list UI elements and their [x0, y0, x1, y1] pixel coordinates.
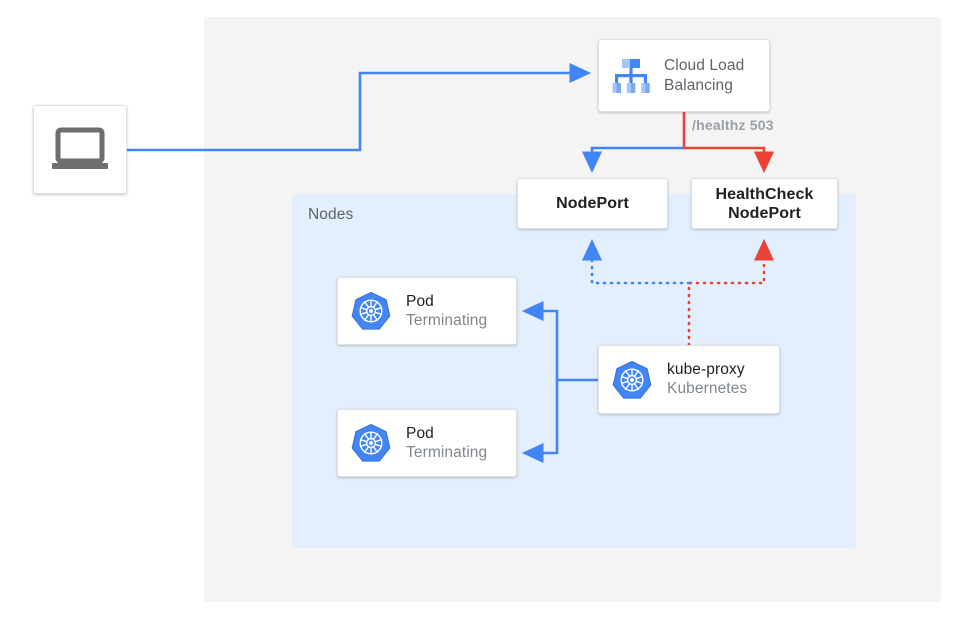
- kube-proxy-subtitle: Kubernetes: [667, 380, 748, 397]
- kubernetes-icon: [351, 423, 391, 462]
- nodes-panel-label: Nodes: [308, 206, 354, 223]
- pod-text-1: Pod Terminating: [406, 292, 487, 331]
- pod-text-2: Pod Terminating: [406, 424, 487, 463]
- cloud-load-balancing-icon: [612, 58, 650, 93]
- pod-title-1: Pod: [406, 292, 434, 310]
- pod-status-1: Terminating: [406, 311, 488, 329]
- kube-proxy-text: kube-proxy Kubernetes: [667, 360, 747, 399]
- kube-proxy-card: kube-proxy Kubernetes: [598, 345, 780, 414]
- kubernetes-icon: [351, 291, 391, 330]
- healthz-status-label: /healthz 503: [692, 117, 774, 133]
- pod-status-2: Terminating: [406, 443, 488, 461]
- healthcheck-nodeport-card: HealthCheck NodePort: [691, 178, 838, 229]
- cloud-load-balancing-card: Cloud Load Balancing: [598, 39, 770, 112]
- nodeport-label: NodePort: [556, 195, 629, 212]
- cloud-load-balancing-label-line1: Cloud Load: [664, 56, 745, 74]
- cloud-load-balancing-label-line2: Balancing: [664, 76, 733, 94]
- kube-proxy-title: kube-proxy: [667, 361, 745, 378]
- kubernetes-icon: [612, 360, 652, 399]
- pod-title-2: Pod: [406, 424, 434, 442]
- nodeport-card: NodePort: [517, 178, 668, 229]
- healthcheck-nodeport-label: HealthCheck NodePort: [715, 185, 813, 223]
- laptop-icon: [52, 127, 108, 169]
- healthcheck-nodeport-label-line1: HealthCheck: [715, 185, 814, 203]
- healthcheck-nodeport-label-line2: NodePort: [728, 204, 801, 222]
- pod-card-1: Pod Terminating: [337, 277, 517, 345]
- cloud-load-balancing-label: Cloud Load Balancing: [664, 56, 744, 96]
- client-device-card: [33, 105, 127, 194]
- pod-card-2: Pod Terminating: [337, 409, 517, 477]
